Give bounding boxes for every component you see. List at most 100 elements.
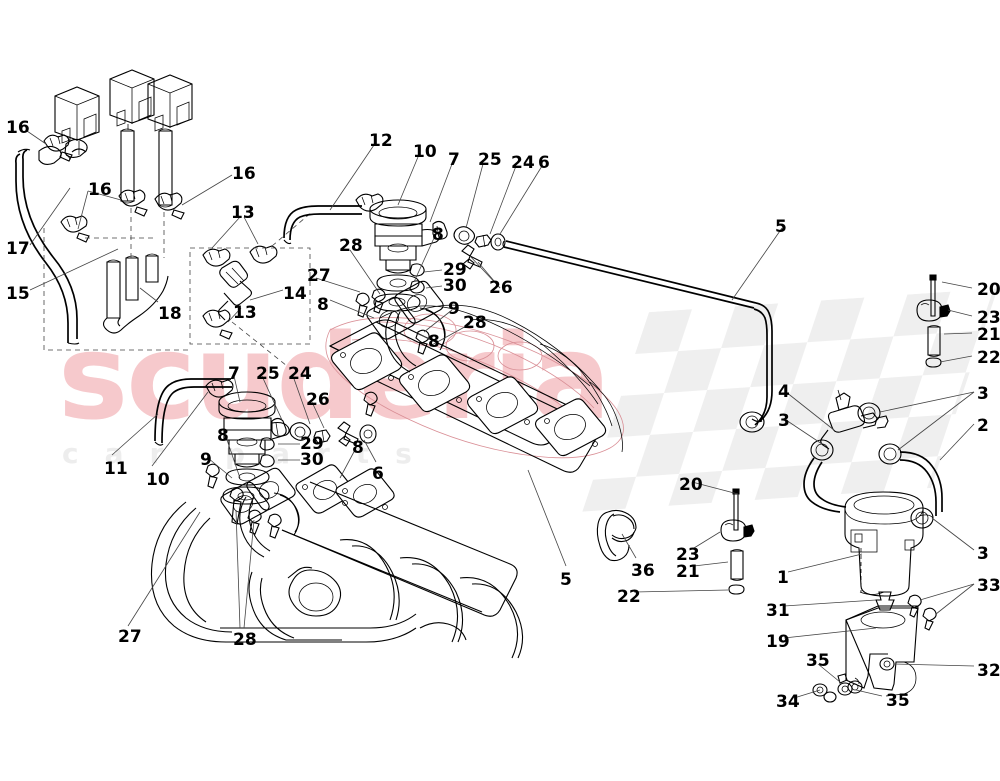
callout-7: 7 [448,150,460,170]
mount-set-right [916,274,951,368]
callout-17: 17 [6,239,30,259]
callout-15: 15 [6,284,30,304]
hose-15 [14,149,78,343]
callout-8: 8 [428,332,440,352]
solenoid-valve-group [54,69,193,208]
washer-29-30-lower [259,437,275,468]
fastener-34-35 [812,673,863,703]
callout-8: 8 [432,225,444,245]
screw-27-28-upper [355,288,430,417]
callout-4: 4 [778,382,790,402]
long-air-pipe-5 [753,302,773,426]
callout-22: 22 [977,348,1000,368]
callout-31: 31 [766,601,790,621]
callout-32: 32 [977,661,1000,681]
leader-lines [26,130,975,699]
clamp-16-set [43,134,185,243]
air-control-valve-10-lower [218,391,290,468]
callout-10: 10 [146,470,170,490]
rubber-damper-31 [875,591,895,611]
seal-group-upper [432,220,506,251]
callout-12: 12 [369,131,393,151]
callout-20: 20 [977,280,1000,300]
callout-19: 19 [766,632,790,652]
callout-9: 9 [200,450,212,470]
t-connector-4 [820,389,889,450]
pump-bracket-19 [845,605,919,697]
callout-23: 23 [977,308,1000,328]
callout-6: 6 [538,153,550,173]
callout-8: 8 [352,438,364,458]
callout-35: 35 [886,691,910,711]
clamp-hose11 [205,379,234,398]
callout-5: 5 [775,217,787,237]
connector-pipes-18 [102,253,169,334]
callout-8: 8 [317,295,329,315]
callout-3: 3 [977,544,989,564]
hose-from-t [803,457,847,513]
callout-30: 30 [443,276,467,296]
screw-33-set [907,594,937,631]
callout-35: 35 [806,651,830,671]
callout-22: 22 [617,587,641,607]
callout-1: 1 [777,568,789,588]
callout-16: 16 [6,118,30,138]
intake-manifold [328,304,623,473]
callout-30: 30 [300,450,324,470]
callout-21: 21 [977,325,1000,345]
callout-27: 27 [307,266,331,286]
callout-21: 21 [676,562,700,582]
clamp-13-set [202,245,278,340]
upper-bracket [366,280,446,373]
callout-2: 2 [977,416,989,436]
retaining-clip-32 [879,657,895,671]
gasket-8-upper [373,274,421,312]
air-hose-2 [899,451,943,516]
screw-9-28-lower [205,463,282,539]
dashed-guides [43,208,313,367]
callout-16: 16 [88,180,112,200]
callout-29: 29 [443,260,467,280]
callout-11: 11 [104,459,128,479]
callout-26: 26 [489,278,513,298]
callout-34: 34 [776,692,800,712]
callout-25: 25 [478,150,502,170]
gasket-row-8 [295,464,395,518]
callout-24: 24 [511,153,535,173]
bracket-clip-36 [596,509,637,562]
air-control-valve-10 [369,199,440,274]
callout-26: 26 [306,390,330,410]
callout-13: 13 [231,203,255,223]
callout-29: 29 [300,434,324,454]
callout-24: 24 [288,364,312,384]
callout-28: 28 [463,313,487,333]
callout-7: 7 [228,364,240,384]
mount-set-center [720,488,755,595]
fitting-15 [38,145,62,166]
callout-6: 6 [372,464,384,484]
callout-27: 27 [118,627,142,647]
callout-16: 16 [232,164,256,184]
callout-20: 20 [679,475,703,495]
callout-3: 3 [778,411,790,431]
pipe-6-upper [503,240,757,309]
callout-23: 23 [676,545,700,565]
callout-36: 36 [631,561,655,581]
callout-13: 13 [233,303,257,323]
callout-10: 10 [413,142,437,162]
callout-28: 28 [339,236,363,256]
callout-8: 8 [217,426,229,446]
vacuum-hose-12 [283,205,362,241]
air-pump-1 [844,491,934,597]
callout-28: 28 [233,630,257,650]
clamp-hose12 [355,193,384,212]
callout-14: 14 [283,284,307,304]
callout-18: 18 [158,304,182,324]
callout-9: 9 [448,299,460,319]
callout-3: 3 [977,384,989,404]
washer-29-30-upper [409,263,425,294]
callout-5: 5 [560,570,572,590]
clamp-3-set [739,402,934,529]
